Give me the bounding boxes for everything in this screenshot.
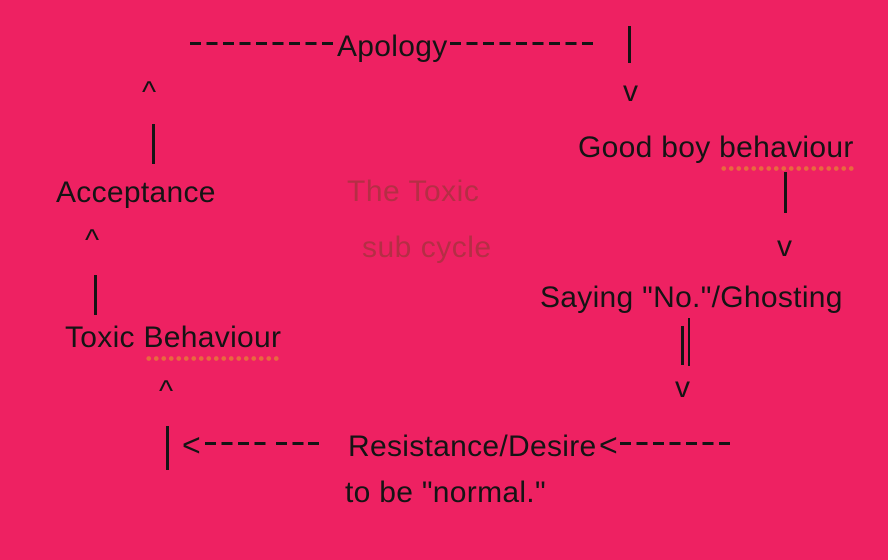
resistance-desire-label: Resistance/Desire xyxy=(348,430,597,463)
flow-line-vertical-bottom xyxy=(166,426,169,470)
dashed-line-resistance-left-a xyxy=(205,442,266,446)
flow-line-vertical-top-right xyxy=(628,26,631,63)
dashed-line-apology-right xyxy=(450,42,596,46)
arrow-left-chevron-1: < xyxy=(182,427,201,463)
arrow-down-vee-3: v xyxy=(675,371,690,404)
flow-line-vertical-left-mid xyxy=(94,275,97,315)
resistance-desire-label-line2: to be "normal." xyxy=(345,476,546,509)
flow-line-vertical-right xyxy=(784,172,787,213)
flow-line-vertical-left-top xyxy=(152,124,155,164)
apology-label: Apology xyxy=(337,30,448,63)
flow-line-double-vertical-right xyxy=(687,318,690,366)
cycle-title-line2: sub cycle xyxy=(362,231,492,264)
good-boy-behaviour-label: Good boy behaviour xyxy=(578,131,854,171)
arrow-up-caret-2: ^ xyxy=(85,224,100,257)
dashed-line-resistance-right xyxy=(620,442,730,446)
dashed-line-resistance-left-c xyxy=(308,442,320,446)
good-boy-prefix: Good boy xyxy=(578,131,720,164)
acceptance-label: Acceptance xyxy=(56,176,216,209)
arrow-up-caret-3: ^ xyxy=(159,375,174,408)
toxic-prefix: Toxic xyxy=(65,321,144,354)
toxic-behaviour-label: Toxic Behaviour xyxy=(65,321,282,361)
saying-no-ghosting-label: Saying "No."/Ghosting xyxy=(540,281,843,314)
arrow-up-caret-1: ^ xyxy=(142,76,157,109)
arrow-down-vee-2: v xyxy=(777,230,792,263)
arrow-left-chevron-2: < xyxy=(599,427,618,463)
misspelled-word-behaviour-2: Behaviour xyxy=(143,321,282,361)
dashed-line-apology-left xyxy=(190,42,336,46)
cycle-title-line1: The Toxic xyxy=(347,175,480,208)
dashed-line-resistance-left-b xyxy=(276,442,305,446)
arrow-down-vee-1: v xyxy=(623,75,638,108)
misspelled-word-behaviour: behaviour xyxy=(719,131,854,171)
flow-line-double-vertical-left xyxy=(681,326,684,365)
